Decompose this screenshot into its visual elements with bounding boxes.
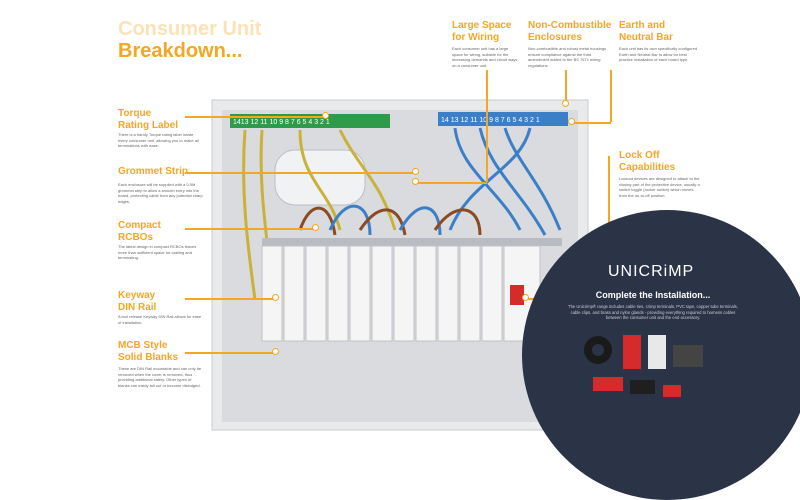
grommet-strip-heading: Grommet Strip	[118, 166, 189, 177]
unicrimp-logo: UNICRiMP	[608, 263, 695, 280]
connector-line	[572, 122, 611, 124]
rcbo-text: The latest design in compact RCBOs leave…	[118, 244, 197, 260]
din-rail	[262, 238, 562, 246]
earth-bar	[230, 114, 390, 128]
callout-dot	[562, 100, 569, 107]
connector-line	[185, 298, 275, 300]
earth-bar-heading: Earth and Neutral Bar	[619, 20, 673, 43]
callout-dot	[272, 294, 279, 301]
connector-line	[486, 70, 488, 182]
neutral-bar	[438, 112, 568, 126]
earth-bar-numbers: 1413 12 11 10 9 8 7 6 5 4 3 2 1	[233, 119, 330, 126]
connector-line	[185, 228, 315, 230]
blanks-text: These are DIN Rail mountable and can onl…	[118, 366, 202, 388]
large-space-text: Each consumer unit has a large space for…	[452, 46, 518, 68]
callout-dot	[412, 168, 419, 175]
torque-label-text: There is a handy Torque rating label ins…	[118, 132, 199, 148]
rcbo-heading: Compact RCBOs	[118, 220, 161, 243]
page-title-line2: Breakdown...	[118, 40, 243, 62]
connector-line	[185, 352, 275, 354]
earth-bar-text: Each unit has its own specifically confi…	[619, 46, 698, 62]
breaker-row	[261, 245, 541, 342]
connector-line	[610, 70, 612, 122]
callout-dot	[412, 178, 419, 185]
neutral-bar-numbers: 14 13 12 11 10 9 8 7 6 5 4 3 2 1	[441, 117, 540, 124]
callout-dot	[272, 348, 279, 355]
connector-line	[565, 70, 567, 102]
connector-line	[185, 172, 415, 174]
lockoff-text: Lockout devices are designed to attach t…	[619, 176, 700, 198]
connector-line	[185, 116, 325, 118]
promo-heading: Complete the Installation...	[595, 290, 711, 300]
wiring-cutout	[274, 149, 366, 206]
callout-dot	[322, 112, 329, 119]
grommet-strip-text: Each enclosure will be supplied with a 0…	[118, 182, 203, 204]
promo-text: The Unicrimp® range includes cable ties,…	[568, 304, 738, 320]
lockoff-toggle	[510, 285, 524, 305]
callout-dot	[522, 294, 529, 301]
product-image	[584, 335, 703, 397]
wires	[242, 127, 562, 301]
connector-line	[416, 182, 487, 184]
din-rail-text: A tool release Keyway DIN Rail allows fo…	[118, 314, 202, 325]
callout-dot	[568, 118, 575, 125]
enclosure-heading: Non-Combustible Enclosures	[528, 20, 612, 43]
lockoff-heading: Lock Off Capabilities	[619, 150, 676, 173]
enclosure-text: Non-combustible and robust metal housing…	[528, 46, 607, 68]
blanks-heading: MCB Style Solid Blanks	[118, 340, 179, 363]
large-space-heading: Large Space for Wiring	[452, 20, 512, 43]
page-title-line1: Consumer Unit	[118, 18, 262, 40]
din-rail-heading: Keyway DIN Rail	[118, 290, 157, 313]
torque-label-heading: Torque Rating Label	[118, 108, 179, 131]
callout-dot	[312, 224, 319, 231]
